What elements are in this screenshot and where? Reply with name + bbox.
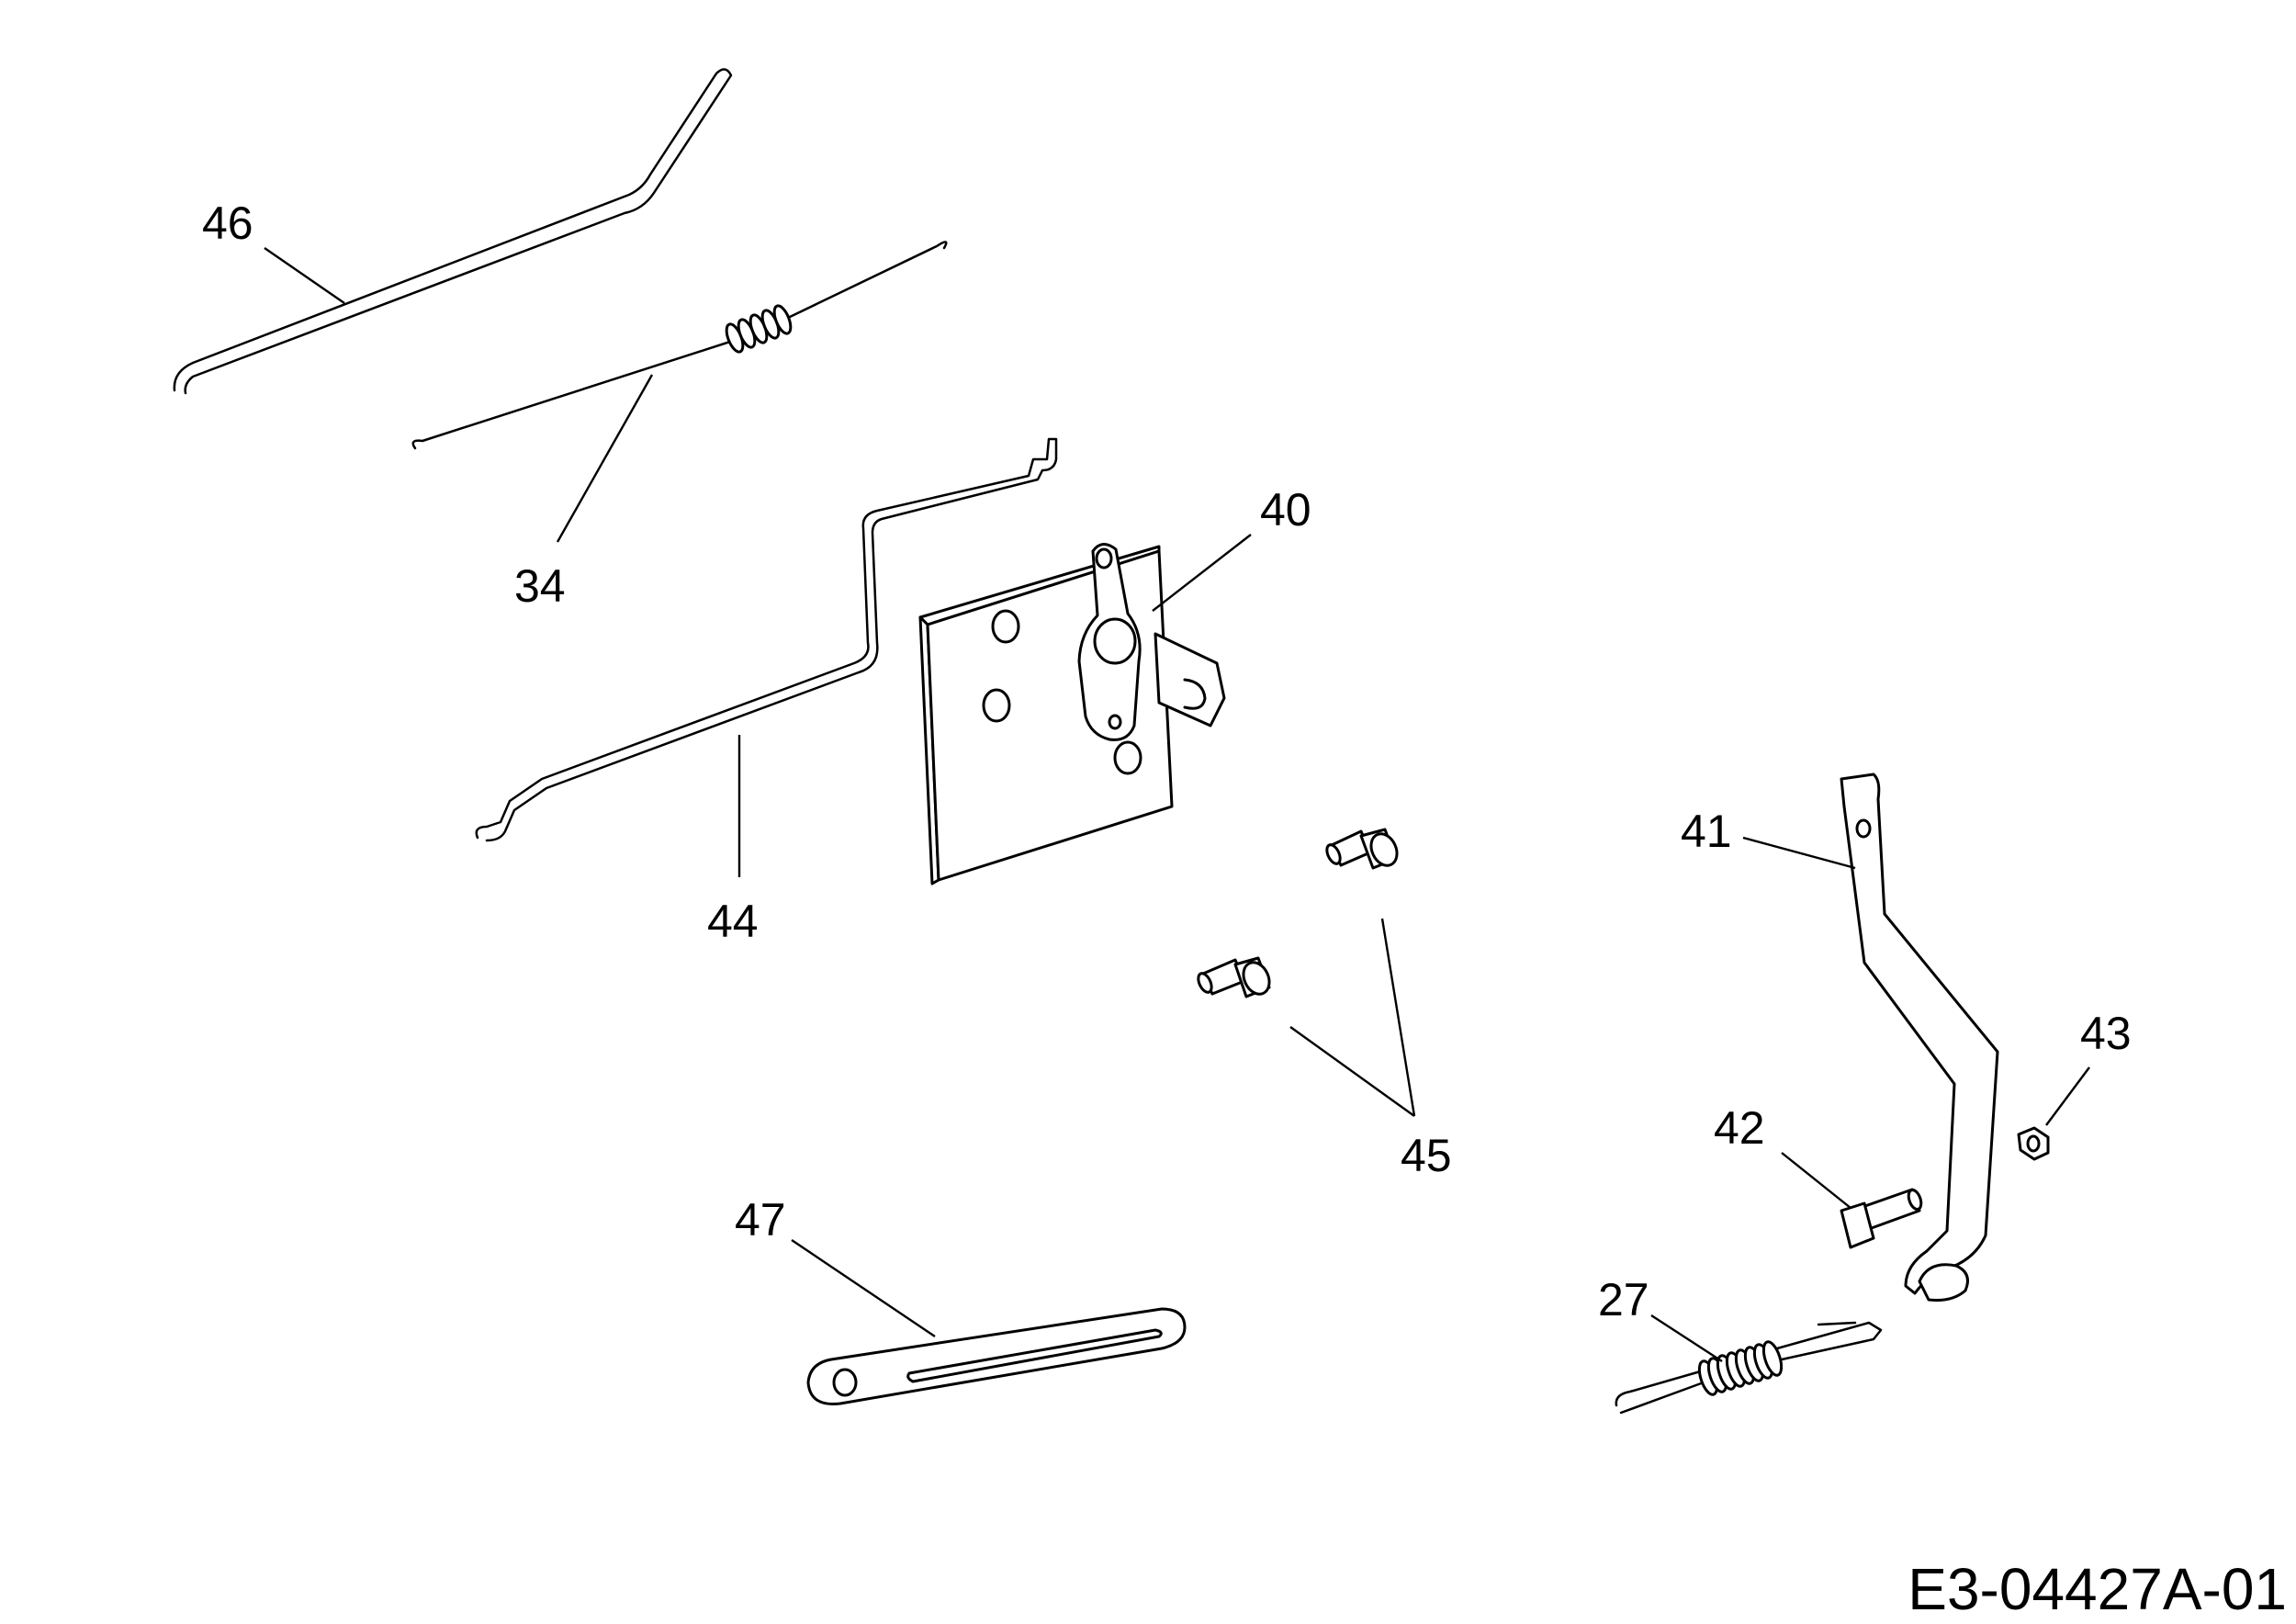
part-41-arm <box>1840 773 1999 1302</box>
callout-34: 34 <box>514 560 566 612</box>
callout-46: 46 <box>202 197 253 249</box>
part-47-slotted-link <box>806 1307 1187 1406</box>
part-42-bolt <box>1840 1188 1923 1249</box>
part-40-bracket-plate <box>918 543 1226 885</box>
part-43-nut <box>2017 1126 2050 1161</box>
diagram-reference-code: E3-04427A-01 <box>1908 1556 2287 1622</box>
leader-45a <box>1289 1026 1415 1117</box>
callout-44: 44 <box>707 896 759 947</box>
leader-34 <box>556 374 654 543</box>
leader-45b <box>1380 918 1416 1117</box>
part-46-rod <box>173 68 733 395</box>
part-40-lever <box>1077 543 1142 741</box>
leader-40 <box>1152 534 1252 612</box>
leader-41 <box>1742 836 1856 870</box>
part-45-bolt-lower <box>1197 956 1271 998</box>
callout-47: 47 <box>735 1194 786 1246</box>
leader-43 <box>2045 1066 2090 1126</box>
leader-27 <box>1650 1314 1723 1363</box>
callout-41: 41 <box>1681 806 1732 857</box>
leader-lines <box>264 247 2090 1363</box>
callout-42: 42 <box>1714 1102 1765 1154</box>
callout-27: 27 <box>1598 1274 1649 1325</box>
part-34-coil <box>725 304 793 354</box>
part-34-spring-rod <box>411 241 948 450</box>
leader-47 <box>791 1239 936 1337</box>
part-44-link-rod <box>475 437 1058 842</box>
callout-40: 40 <box>1260 484 1311 536</box>
leader-46 <box>264 247 345 304</box>
callout-45: 45 <box>1401 1130 1452 1181</box>
part-45-bolt-upper <box>1325 828 1399 870</box>
part-27-spring <box>1615 1321 1883 1415</box>
leader-42 <box>1781 1152 1851 1209</box>
callout-43: 43 <box>2080 1008 2132 1059</box>
